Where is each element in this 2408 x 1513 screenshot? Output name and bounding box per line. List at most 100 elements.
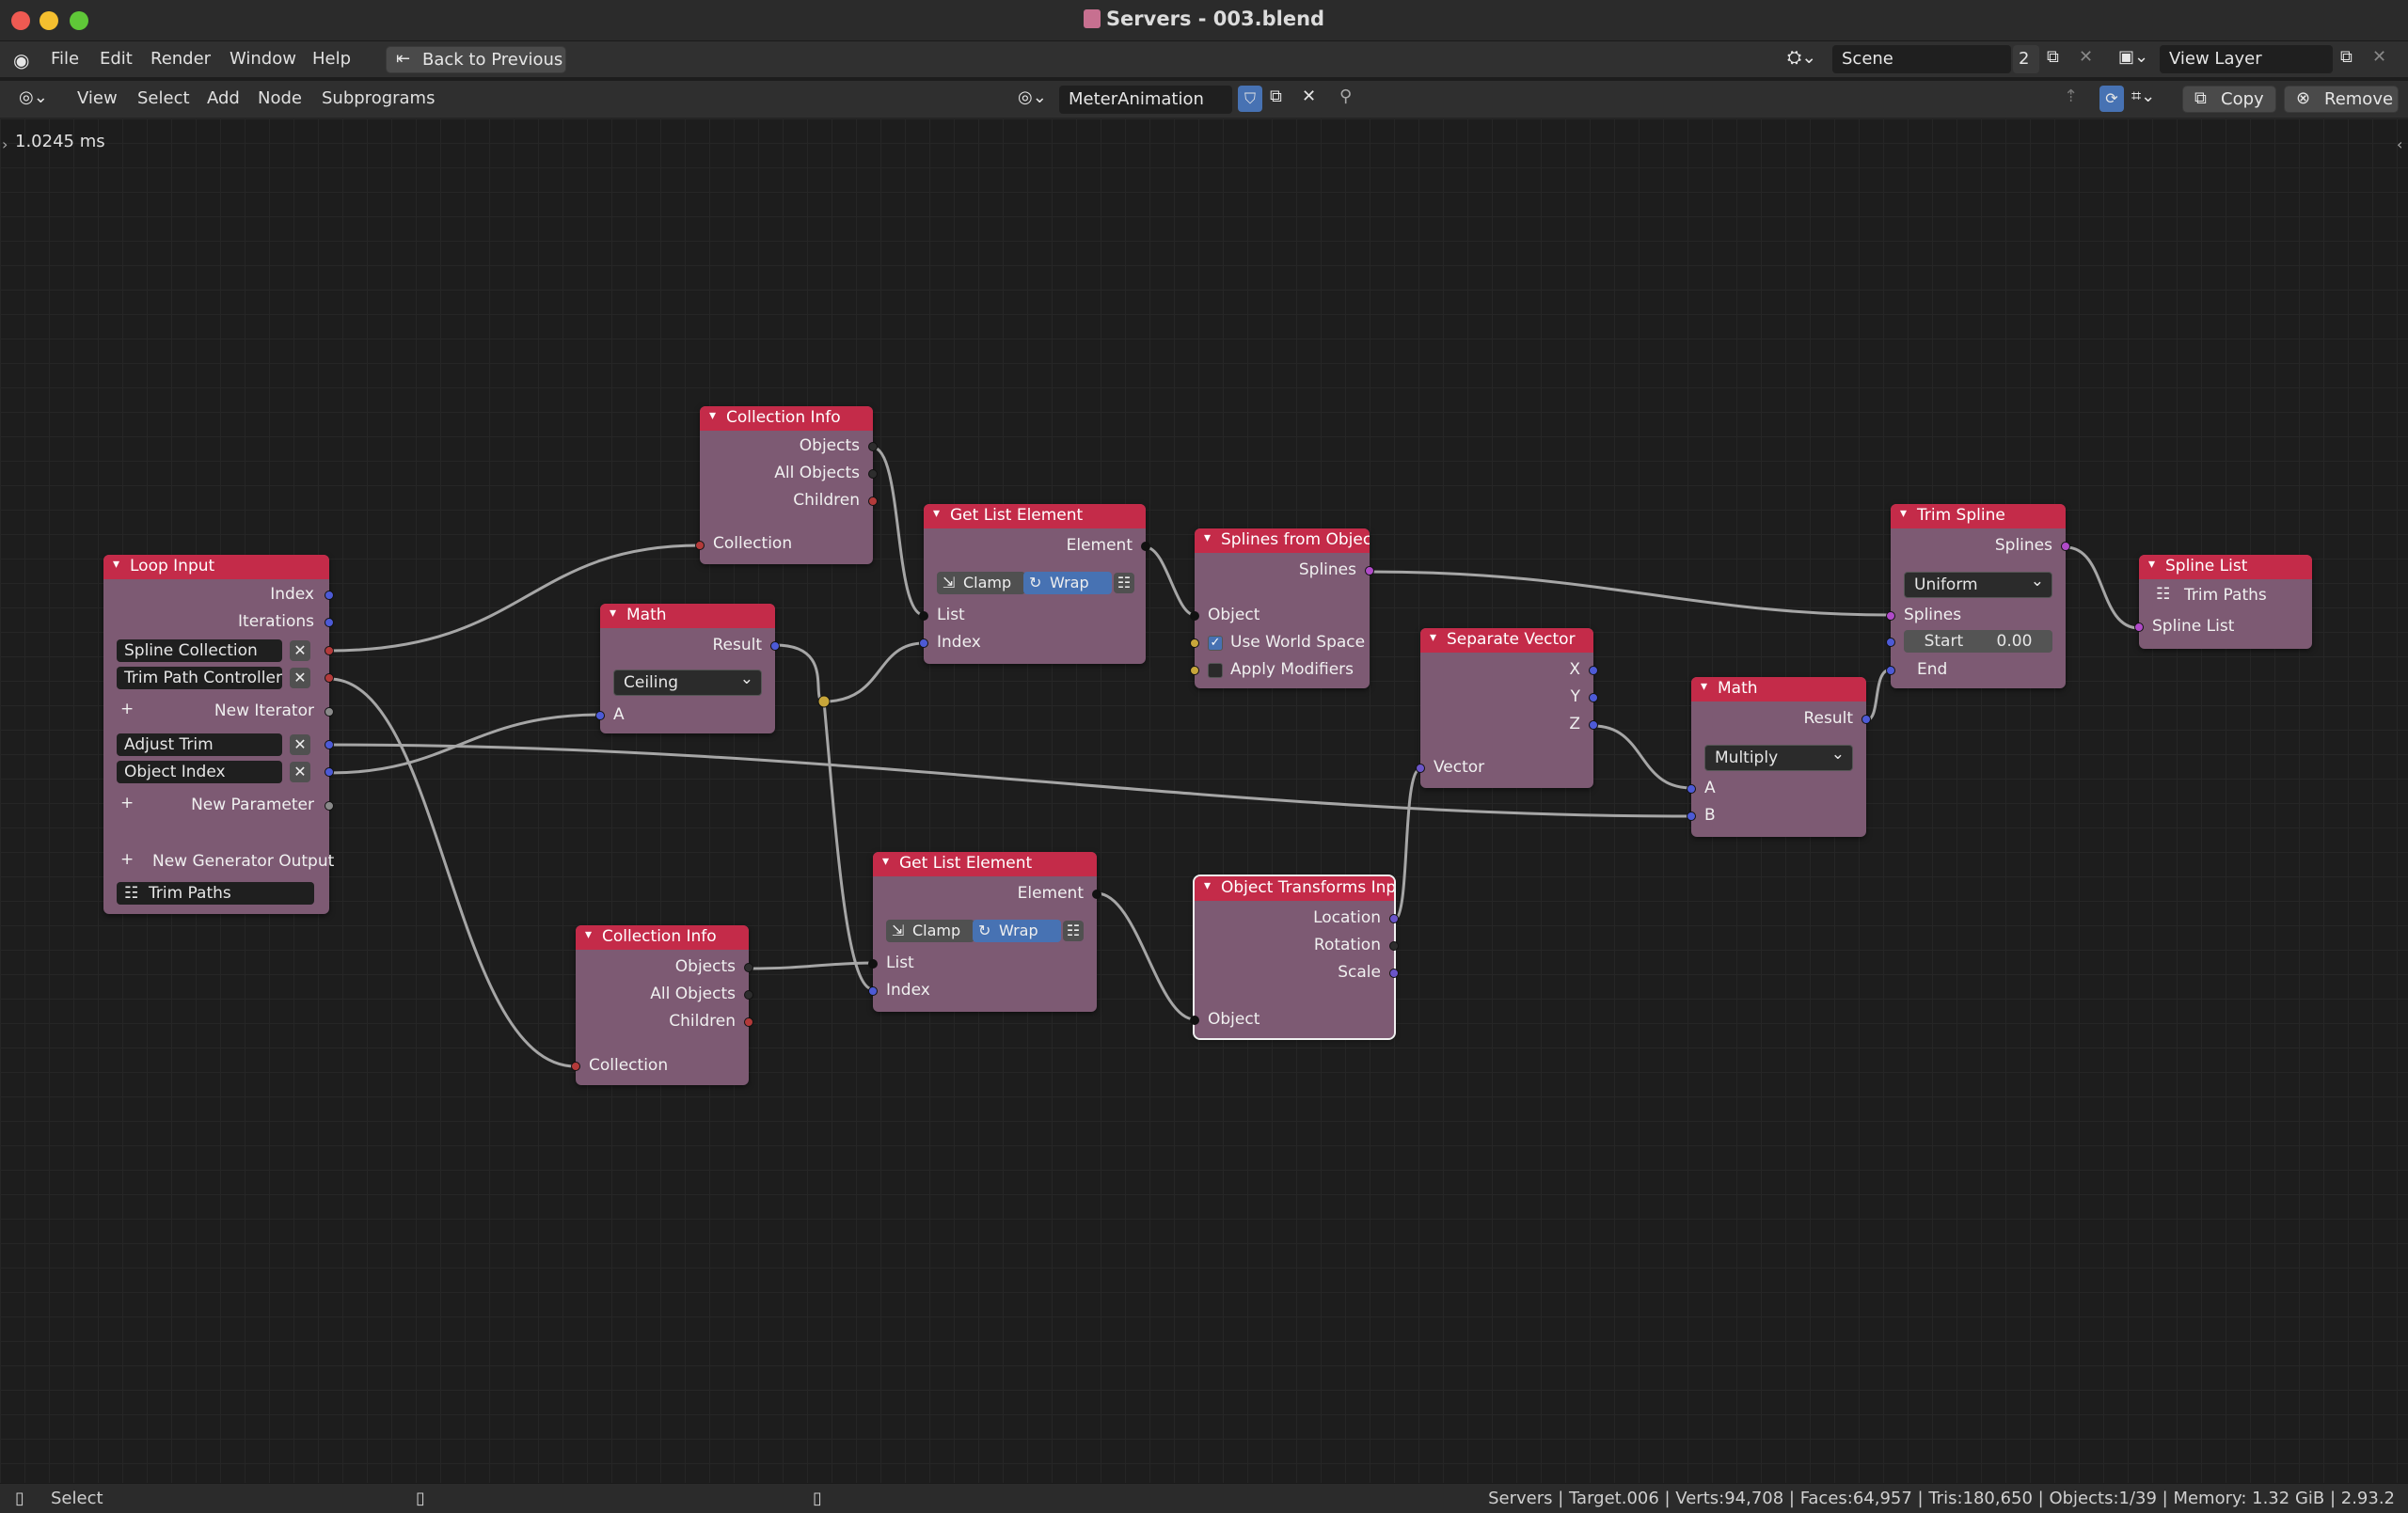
output-all-objects-socket[interactable] bbox=[868, 469, 878, 479]
node-tree-browse-icon[interactable]: ◎⌄ bbox=[1018, 87, 1047, 107]
add-generator-output-icon[interactable]: + bbox=[120, 850, 135, 869]
start-value-field[interactable]: Start 0.00 bbox=[1904, 630, 2052, 653]
menu-node[interactable]: Node bbox=[258, 88, 302, 108]
new-view-layer-icon[interactable]: ⧉ bbox=[2340, 47, 2353, 67]
editor-type-icon[interactable]: ◎⌄ bbox=[19, 87, 48, 107]
node-get-list-element-1-header[interactable]: Get List Element bbox=[924, 504, 1146, 528]
node-loop-input-header[interactable]: Loop Input bbox=[103, 555, 329, 579]
wrap-toggle[interactable]: ↻Wrap bbox=[1023, 572, 1112, 594]
input-spline-list-socket[interactable] bbox=[2134, 623, 2144, 632]
input-end-socket[interactable] bbox=[1886, 666, 1895, 675]
view-layer-name-field[interactable]: View Layer bbox=[2160, 45, 2333, 73]
node-tree-name-field[interactable]: MeterAnimation bbox=[1059, 86, 1232, 114]
node-loop-input[interactable]: Loop Input Index Iterations Spline Colle… bbox=[103, 555, 334, 914]
iterator-spline-collection-field[interactable]: Spline Collection bbox=[117, 639, 282, 662]
sidebar-expand-chevron-icon[interactable]: ‹ bbox=[2397, 135, 2403, 153]
node-math-ceiling-header[interactable]: Math bbox=[600, 604, 775, 628]
input-b-socket[interactable] bbox=[1687, 812, 1696, 821]
output-objects-socket[interactable] bbox=[744, 963, 753, 972]
output-trim-path-controller-socket[interactable] bbox=[325, 673, 334, 683]
copy-button[interactable]: ⧉ Copy bbox=[2182, 86, 2276, 113]
list-options-icon[interactable]: ☷ bbox=[1063, 921, 1084, 941]
input-start-socket[interactable] bbox=[1886, 638, 1895, 647]
output-iterations-socket[interactable] bbox=[325, 618, 334, 627]
new-scene-icon[interactable]: ⧉ bbox=[2047, 47, 2059, 67]
use-world-space-checkbox[interactable]: ✓ bbox=[1208, 636, 1223, 651]
minimize-window-button[interactable] bbox=[40, 11, 58, 30]
remove-trim-path-controller-icon[interactable]: ✕ bbox=[290, 668, 310, 688]
duplicate-tree-icon[interactable]: ⧉ bbox=[1270, 87, 1282, 106]
new-parameter-socket[interactable] bbox=[325, 801, 334, 811]
input-index-socket[interactable] bbox=[868, 986, 878, 996]
math-operation-dropdown[interactable]: Multiply bbox=[1704, 745, 1853, 771]
generator-output-trim-paths-field[interactable]: ☷ Trim Paths bbox=[117, 882, 314, 905]
node-separate-vector[interactable]: Separate Vector X Y Z Vector bbox=[1416, 628, 1598, 788]
menu-view[interactable]: View bbox=[77, 88, 118, 108]
list-options-icon[interactable]: ☷ bbox=[1114, 573, 1134, 593]
output-objects-socket[interactable] bbox=[868, 442, 878, 451]
clamp-toggle[interactable]: ⇲Clamp bbox=[937, 572, 1025, 594]
new-iterator-socket[interactable] bbox=[325, 707, 334, 717]
node-separate-vector-header[interactable]: Separate Vector bbox=[1420, 628, 1593, 653]
menu-subprograms[interactable]: Subprograms bbox=[322, 88, 436, 108]
input-index-socket[interactable] bbox=[919, 638, 928, 648]
input-list-socket[interactable] bbox=[919, 611, 928, 621]
node-splines-from-object-header[interactable]: Splines from Object bbox=[1195, 528, 1370, 553]
scene-selector-icon[interactable]: ⛭⌄ bbox=[1787, 47, 1817, 68]
zoom-window-button[interactable] bbox=[70, 11, 88, 30]
toolbar-expand-chevron-icon[interactable]: › bbox=[2, 135, 8, 153]
menu-add[interactable]: Add bbox=[207, 88, 240, 108]
new-parameter-label[interactable]: New Parameter bbox=[191, 796, 314, 814]
delete-view-layer-icon[interactable]: ✕ bbox=[2372, 47, 2387, 67]
blender-logo-icon[interactable]: ◉ bbox=[13, 49, 30, 71]
add-parameter-icon[interactable]: + bbox=[120, 794, 135, 812]
input-apply-modifiers-socket[interactable] bbox=[1190, 666, 1199, 675]
new-generator-output-label[interactable]: New Generator Output bbox=[152, 852, 335, 871]
fake-user-shield-icon[interactable]: ⛉ bbox=[1238, 86, 1262, 112]
scene-name-field[interactable]: Scene bbox=[1832, 45, 2011, 73]
menu-edit[interactable]: Edit bbox=[100, 49, 133, 69]
output-result-socket[interactable] bbox=[1861, 715, 1871, 724]
node-math-multiply-header[interactable]: Math bbox=[1691, 677, 1866, 701]
output-all-objects-socket[interactable] bbox=[744, 990, 753, 1000]
output-location-socket[interactable] bbox=[1389, 914, 1399, 923]
remove-button[interactable]: ⊗ Remove bbox=[2284, 86, 2399, 113]
input-vector-socket[interactable] bbox=[1416, 764, 1425, 773]
input-a-socket[interactable] bbox=[1687, 784, 1696, 794]
node-collection-info-1-header[interactable]: Collection Info bbox=[700, 406, 873, 431]
menu-render[interactable]: Render bbox=[150, 49, 212, 69]
trim-mode-dropdown[interactable]: Uniform bbox=[1904, 572, 2052, 598]
output-adjust-trim-socket[interactable] bbox=[325, 740, 334, 749]
node-math-multiply[interactable]: Math Result Multiply A B bbox=[1687, 677, 1871, 837]
view-layer-selector-icon[interactable]: ▣⌄ bbox=[2118, 47, 2149, 67]
wrap-toggle[interactable]: ↻Wrap bbox=[973, 920, 1061, 942]
output-index-socket[interactable] bbox=[325, 591, 334, 600]
input-splines-socket[interactable] bbox=[1886, 611, 1895, 621]
parameter-object-index-field[interactable]: Object Index bbox=[117, 761, 282, 783]
output-object-index-socket[interactable] bbox=[325, 767, 334, 777]
node-editor-canvas[interactable] bbox=[0, 118, 2408, 1483]
output-element-socket[interactable] bbox=[1092, 890, 1101, 899]
node-get-list-element-2-header[interactable]: Get List Element bbox=[873, 852, 1097, 876]
node-object-transforms-input[interactable]: Object Transforms Inp... Location Rotati… bbox=[1190, 875, 1399, 1040]
menu-file[interactable]: File bbox=[51, 49, 80, 69]
node-collection-info-2[interactable]: Collection Info Objects All Objects Chil… bbox=[571, 925, 753, 1085]
output-spline-collection-socket[interactable] bbox=[325, 646, 334, 655]
output-element-socket[interactable] bbox=[1141, 542, 1150, 551]
parameter-adjust-trim-field[interactable]: Adjust Trim bbox=[117, 733, 282, 756]
node-get-list-element-1[interactable]: Get List Element Element ⇲Clamp ↻Wrap ☷ … bbox=[919, 504, 1150, 664]
math-operation-dropdown[interactable]: Ceiling bbox=[613, 670, 762, 696]
delete-scene-icon[interactable]: ✕ bbox=[2079, 47, 2094, 67]
close-window-button[interactable] bbox=[11, 11, 30, 30]
auto-execute-icon[interactable]: ⟳ bbox=[2099, 86, 2124, 112]
input-collection-socket[interactable] bbox=[695, 541, 705, 550]
output-y-socket[interactable] bbox=[1589, 693, 1598, 702]
remove-adjust-trim-icon[interactable]: ✕ bbox=[290, 734, 310, 755]
remove-spline-collection-icon[interactable]: ✕ bbox=[290, 640, 310, 661]
node-collection-info-2-header[interactable]: Collection Info bbox=[576, 925, 749, 950]
node-trim-spline-header[interactable]: Trim Spline bbox=[1891, 504, 2066, 528]
output-splines-socket[interactable] bbox=[1365, 566, 1374, 575]
input-object-socket[interactable] bbox=[1190, 1016, 1199, 1025]
output-z-socket[interactable] bbox=[1589, 720, 1598, 730]
add-iterator-icon[interactable]: + bbox=[120, 700, 135, 718]
